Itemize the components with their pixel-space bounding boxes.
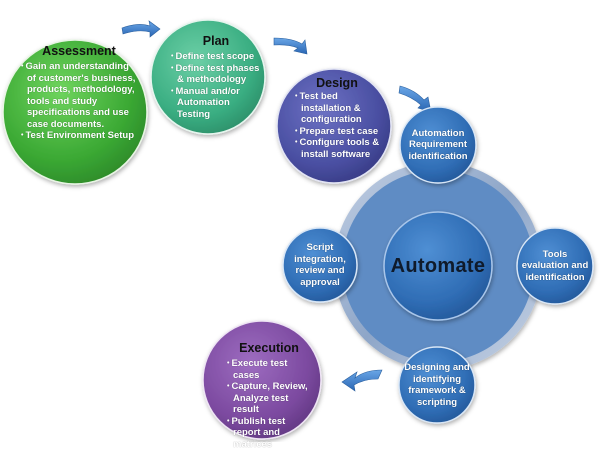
arrow-assessment-to-plan	[122, 21, 160, 37]
plan-title: Plan	[170, 34, 262, 48]
design-bullets: Test bed installation & configuration Pr…	[294, 91, 380, 160]
satellite-left-label: Script integration, review and approval	[287, 231, 353, 299]
execution-bullet: Publish test report and matrices	[226, 416, 312, 450]
execution-node: Execution Execute test cases Capture, Re…	[226, 341, 312, 450]
execution-title: Execution	[226, 341, 312, 355]
arrow-plan-to-design	[274, 38, 307, 54]
execution-bullet: Execute test cases	[226, 358, 312, 381]
assessment-bullet: Gain an understanding of customer's busi…	[20, 61, 138, 130]
design-title: Design	[294, 76, 380, 90]
assessment-title: Assessment	[20, 44, 138, 58]
assessment-node: Assessment Gain an understanding of cust…	[20, 44, 138, 142]
plan-bullet: Define test phases & methodology	[170, 63, 262, 86]
design-node: Design Test bed installation & configura…	[294, 76, 380, 160]
design-bullet: Configure tools & install software	[294, 137, 380, 160]
design-bullet: Prepare test case	[294, 126, 380, 138]
satellite-bottom-label: Designing and identifying framework & sc…	[403, 351, 471, 419]
design-bullet: Test bed installation & configuration	[294, 91, 380, 126]
assessment-bullets: Gain an understanding of customer's busi…	[20, 61, 138, 142]
execution-bullets: Execute test cases Capture, Review, Anal…	[226, 358, 312, 450]
automate-center-label: Automate	[384, 212, 492, 320]
satellite-top-label: Automation Requirement identification	[404, 111, 472, 179]
satellite-right-label: Tools evaluation and identification	[519, 232, 591, 300]
plan-bullets: Define test scope Define test phases & m…	[170, 51, 262, 120]
arrow-automate-to-execution	[342, 370, 382, 391]
execution-bullet: Capture, Review, Analyze test result	[226, 381, 312, 416]
plan-bullet: Manual and/or Automation Testing	[170, 86, 262, 121]
plan-node: Plan Define test scope Define test phase…	[170, 34, 262, 120]
plan-bullet: Define test scope	[170, 51, 262, 63]
assessment-bullet: Test Environment Setup	[20, 130, 138, 142]
